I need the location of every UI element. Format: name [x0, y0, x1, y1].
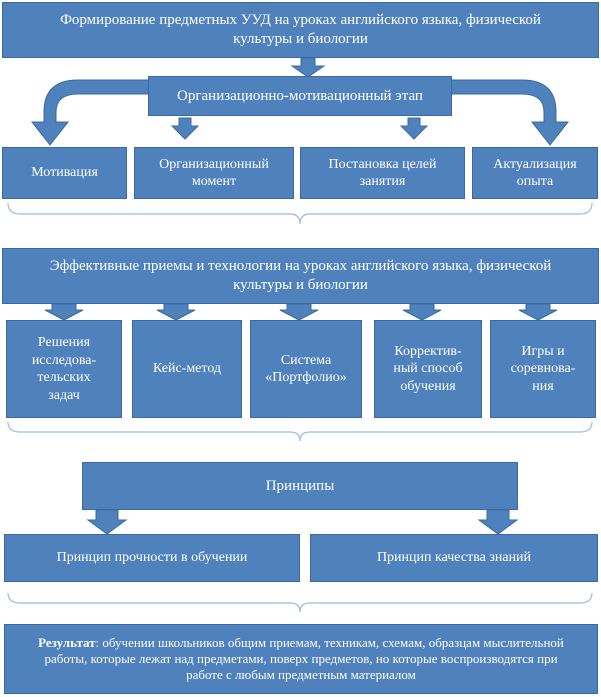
- arrow-stage-to-org-moment: [170, 117, 200, 140]
- brace-stage: [7, 202, 593, 225]
- brace-principles: [7, 592, 593, 613]
- result-box: Результат: обучении школьников общим при…: [4, 624, 598, 694]
- arrow-tech-to-item-3: [279, 303, 319, 321]
- technique-item-label: Решения исследова-тельских задач: [31, 335, 97, 403]
- technique-item-label: Игры и соревнова-ния: [510, 343, 576, 394]
- arrow-tech-to-item-5: [518, 303, 558, 321]
- stage-item-label: Актуализация опыта: [493, 156, 577, 190]
- techniques-box: Эффективные приемы и технологии на урока…: [2, 248, 599, 304]
- principle-item-durability: Принцип прочности в обучении: [4, 534, 300, 582]
- technique-item-correction: Корректив-ный способ обучения: [374, 320, 482, 418]
- arrow-stage-to-actualization: [449, 79, 570, 146]
- title-text: Формирование предметных УУД на уроках ан…: [60, 12, 541, 47]
- arrow-stage-to-motivation: [30, 79, 151, 146]
- principle-item-label: Принцип прочности в обучении: [56, 550, 248, 566]
- arrow-stage-to-goals: [399, 117, 429, 140]
- stage-item-motivation: Мотивация: [2, 147, 127, 199]
- stage-item-actualization: Актуализация опыта: [472, 147, 598, 199]
- technique-item-games: Игры и соревнова-ния: [490, 320, 596, 418]
- title-box: Формирование предметных УУД на уроках ан…: [2, 2, 599, 58]
- arrow-tech-to-item-2: [156, 303, 196, 321]
- arrow-principles-to-item-1: [86, 509, 128, 535]
- stage-item-label: Организационный момент: [159, 156, 269, 190]
- principle-item-quality: Принцип качества знаний: [310, 534, 598, 582]
- arrow-title-to-stage: [290, 57, 326, 78]
- stage-item-label: Постановка целей занятия: [328, 156, 437, 190]
- technique-item-case: Кейс-метод: [132, 320, 242, 418]
- stage-item-goals: Постановка целей занятия: [300, 147, 465, 199]
- technique-item-portfolio: Система «Портфолио»: [250, 320, 362, 418]
- techniques-text: Эффективные приемы и технологии на урока…: [49, 258, 552, 293]
- technique-item-label: Корректив-ный способ обучения: [393, 343, 463, 394]
- principle-item-label: Принцип качества знаний: [376, 550, 532, 566]
- principles-box: Принципы: [82, 462, 518, 510]
- technique-item-label: Система «Портфолио»: [265, 352, 347, 386]
- result-body: : обучении школьников общим приемам, тех…: [44, 634, 564, 683]
- arrow-principles-to-item-2: [477, 509, 519, 535]
- stage-text: Организационно-мотивационный этап: [177, 87, 423, 104]
- arrow-tech-to-item-4: [402, 303, 442, 321]
- arrow-tech-to-item-1: [44, 303, 84, 321]
- technique-item-research: Решения исследова-тельских задач: [6, 320, 122, 418]
- technique-item-label: Кейс-метод: [152, 361, 222, 377]
- brace-techniques: [7, 421, 593, 442]
- stage-box: Организационно-мотивационный этап: [148, 76, 452, 116]
- result-label: Результат: [38, 634, 96, 650]
- result-text: Результат: обучении школьников общим при…: [5, 635, 597, 684]
- principles-text: Принципы: [265, 477, 335, 494]
- stage-item-label: Мотивация: [31, 165, 98, 181]
- stage-item-org-moment: Организационный момент: [134, 147, 294, 199]
